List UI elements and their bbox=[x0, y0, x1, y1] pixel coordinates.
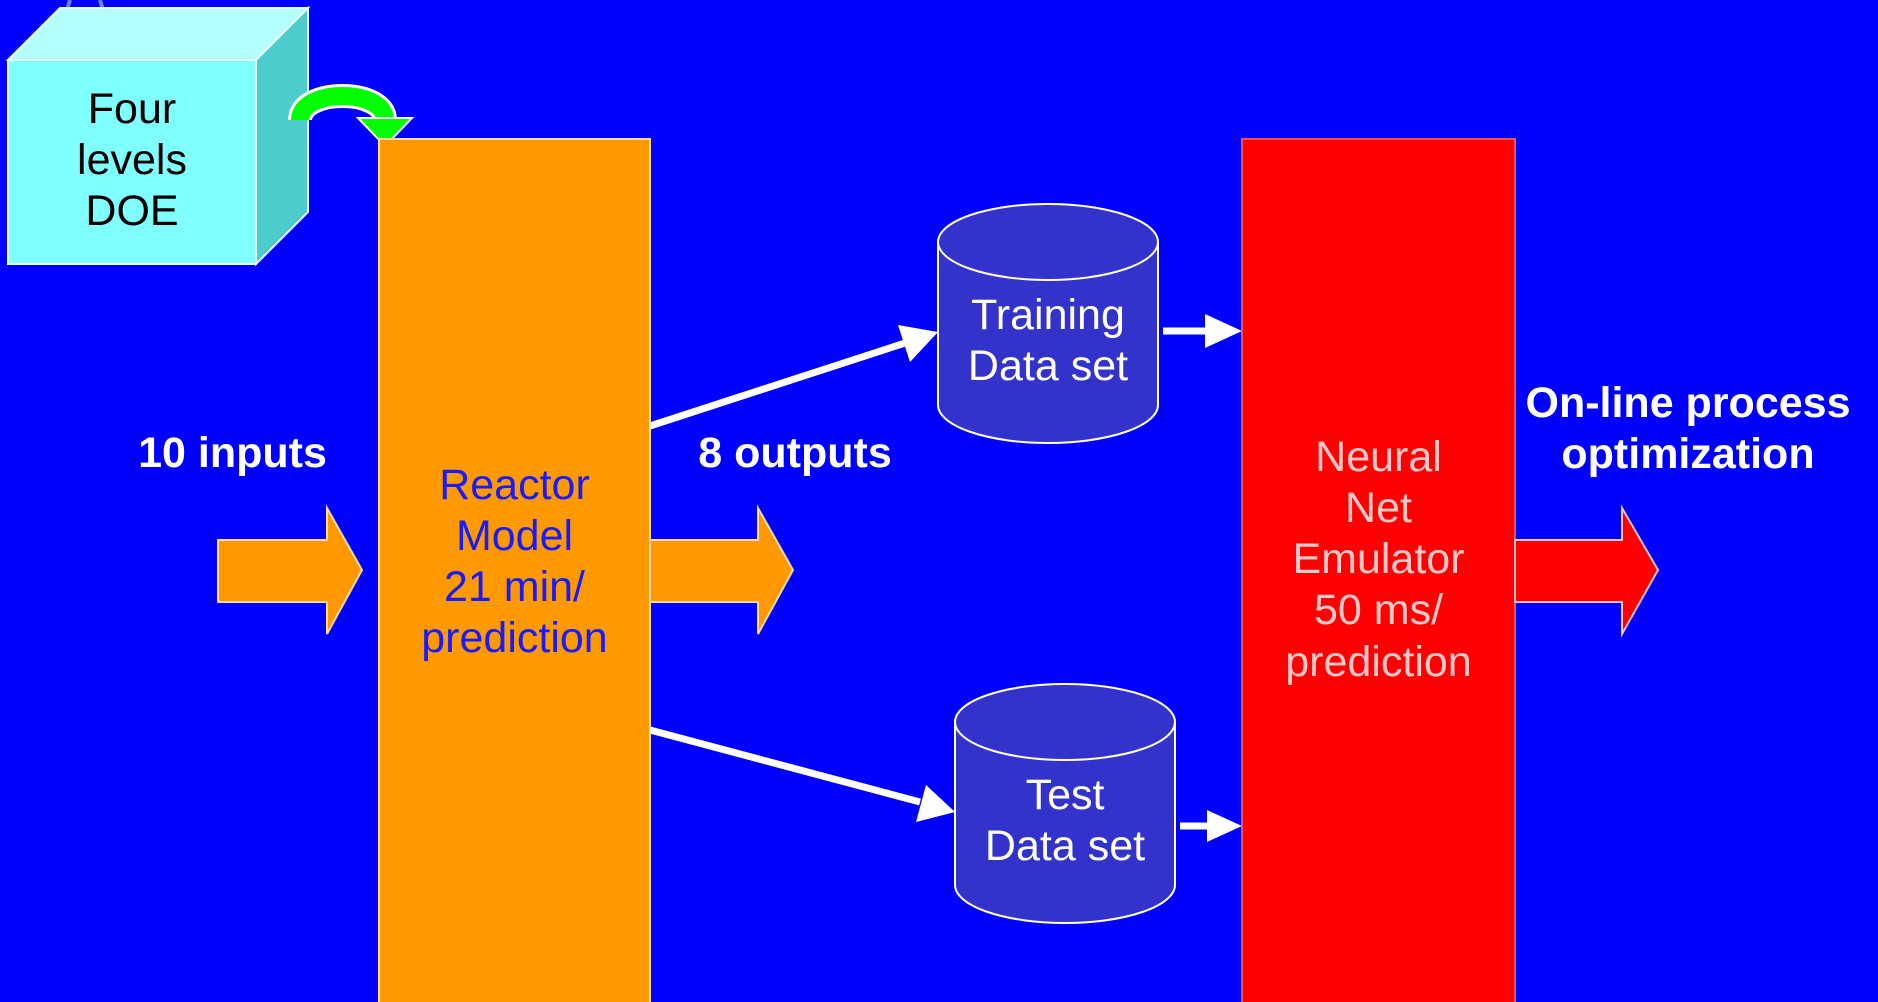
optimization-line-1: On-line process bbox=[1525, 379, 1851, 427]
doe-line-3: DOE bbox=[85, 187, 179, 236]
test-connector bbox=[649, 726, 955, 822]
cube-front-face bbox=[7, 59, 257, 265]
neural-line-5: prediction bbox=[1285, 637, 1472, 686]
neural-line-4: 50 ms/ bbox=[1313, 586, 1444, 635]
reactor-line-3: 21 min/ bbox=[443, 563, 585, 612]
optimization-arrow bbox=[1514, 504, 1660, 638]
reactor-line-2: Model bbox=[455, 512, 574, 561]
training-to-nn-arrow bbox=[1163, 314, 1242, 348]
doe-line-1: Four bbox=[87, 85, 177, 133]
test-data-label: Test Data set bbox=[955, 770, 1175, 872]
optimization-label: On-line process optimization bbox=[1500, 378, 1876, 480]
outputs-label: 8 outputs bbox=[698, 429, 892, 477]
doe-cube bbox=[5, 5, 311, 267]
neural-line-2: Net bbox=[1345, 484, 1412, 533]
training-line-1: Training bbox=[971, 291, 1125, 339]
test-database bbox=[954, 683, 1176, 924]
doe-cube-label: Four levels DOE bbox=[8, 84, 256, 237]
neural-net-box bbox=[1241, 138, 1516, 1002]
inputs-label: 10 inputs bbox=[138, 429, 327, 477]
reactor-line-4: prediction bbox=[421, 614, 608, 663]
training-database bbox=[937, 203, 1159, 444]
doe-line-2: levels bbox=[77, 136, 187, 185]
neural-line-3: Emulator bbox=[1292, 535, 1465, 584]
training-line-2: Data set bbox=[967, 342, 1129, 391]
test-line-2: Data set bbox=[984, 822, 1146, 871]
output-arrow bbox=[649, 504, 795, 635]
optimization-line-2: optimization bbox=[1561, 430, 1815, 479]
input-arrow bbox=[217, 504, 364, 635]
loop-arrow bbox=[288, 84, 415, 148]
test-to-nn-arrow bbox=[1180, 810, 1242, 842]
test-line-1: Test bbox=[1025, 771, 1105, 819]
reactor-model-box bbox=[378, 138, 651, 1002]
neural-line-1: Neural bbox=[1315, 433, 1442, 481]
reactor-model-label: Reactor Model 21 min/ prediction bbox=[379, 460, 650, 665]
training-connector bbox=[648, 325, 938, 430]
reactor-line-1: Reactor bbox=[439, 461, 590, 509]
training-data-label: Training Data set bbox=[938, 290, 1158, 392]
neural-net-label: Neural Net Emulator 50 ms/ prediction bbox=[1242, 432, 1515, 688]
